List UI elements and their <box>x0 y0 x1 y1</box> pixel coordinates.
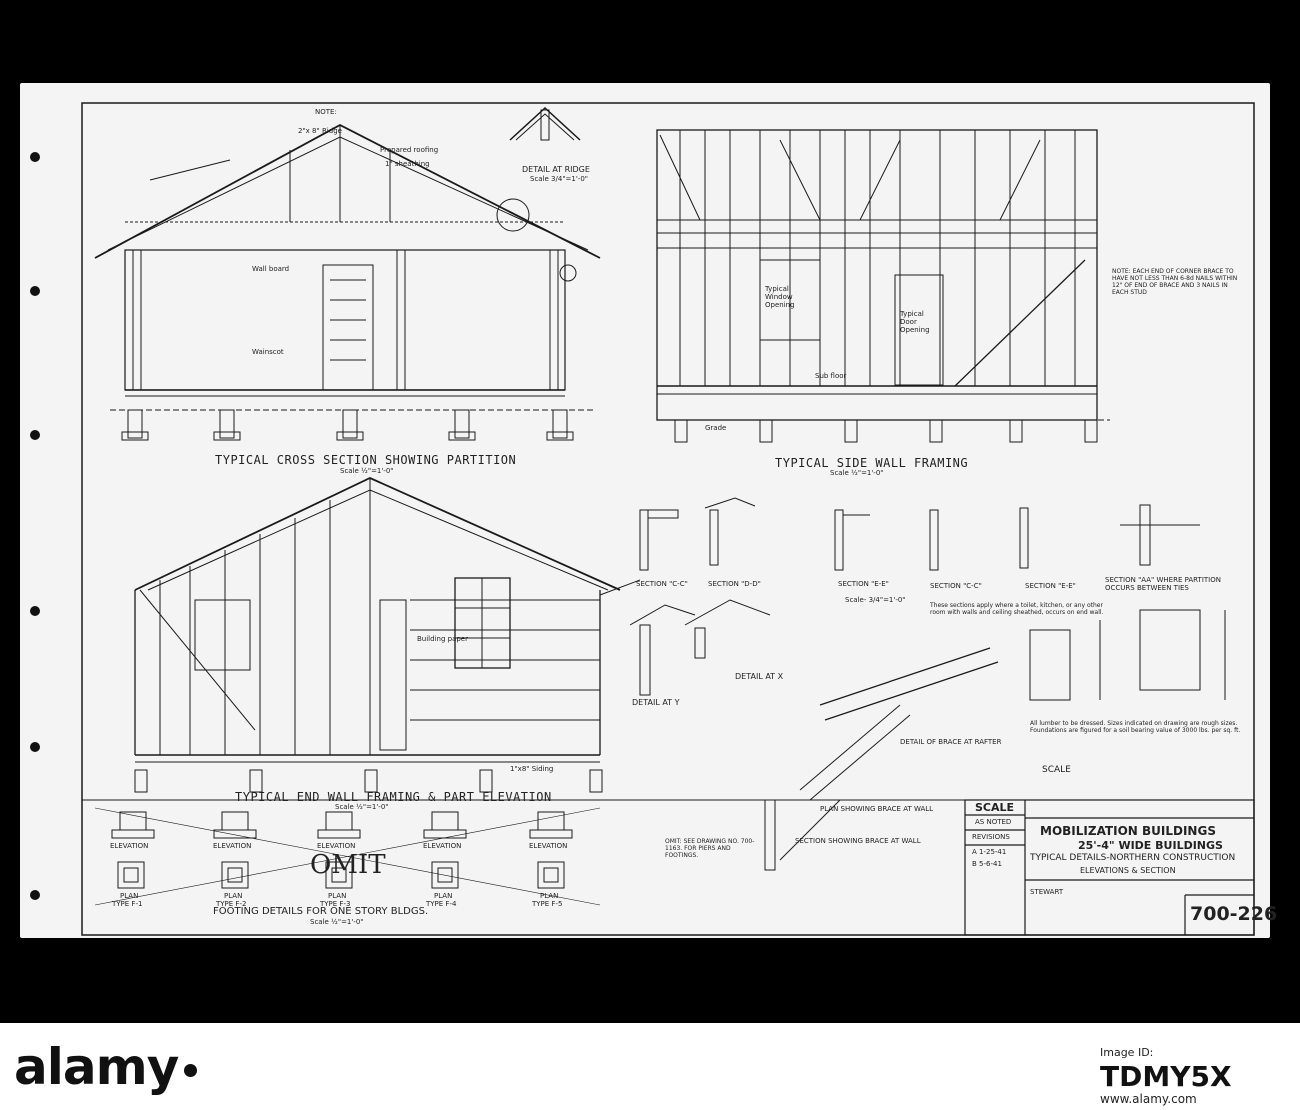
brace-detail-title: DETAIL OF BRACE AT RAFTER <box>900 738 1002 746</box>
cross-section-drawing <box>94 123 601 441</box>
tb-line3: TYPICAL DETAILS-NORTHERN CONSTRUCTION <box>1030 853 1236 863</box>
footing-elev-3: ELEVATION <box>317 842 356 850</box>
footing-plan-5: PLAN <box>540 892 559 900</box>
section-note: These sections apply where a toilet, kit… <box>930 602 1104 616</box>
prepared-roofing-label: Prepared roofing <box>380 146 439 154</box>
section-dd-label: SECTION "D-D" <box>708 580 761 588</box>
sheathing-label: 1" sheathing <box>385 160 430 168</box>
siding-label: 1"x8" Siding <box>510 765 554 773</box>
tb-rev-b: B 5-6-41 <box>972 860 1002 868</box>
omit-stamp: OMIT <box>310 850 386 880</box>
detail-x-title: DETAIL AT X <box>735 672 784 681</box>
binder-hole-5 <box>30 742 40 752</box>
lumber-note: All lumber to be dressed. Sizes indicate… <box>1030 720 1241 734</box>
site-url: www.alamy.com <box>1100 1092 1197 1106</box>
brace-detail-drawing <box>764 647 999 871</box>
tb-scale-heading: SCALE <box>1042 765 1071 775</box>
tb-line2: 25'-4" WIDE BUILDINGS <box>1078 839 1223 852</box>
end-wall-title: TYPICAL END WALL FRAMING & PART ELEVATIO… <box>235 790 552 804</box>
tb-line4: ELEVATIONS & SECTION <box>1080 866 1176 875</box>
alamy-brand-text: alamy <box>14 1038 179 1096</box>
ridge-detail-drawing <box>509 106 581 141</box>
cross-section-title: TYPICAL CROSS SECTION SHOWING PARTITION <box>215 453 517 467</box>
side-wall-title: TYPICAL SIDE WALL FRAMING <box>775 456 969 470</box>
end-wall-scale: Scale ½"=1'-0" <box>335 803 389 811</box>
tb-rev-a: A 1-25-41 <box>972 848 1007 856</box>
section-cc2-label: SECTION "C-C" <box>930 582 982 590</box>
footing-elev-1: ELEVATION <box>110 842 149 850</box>
image-id: TDMY5X <box>1100 1060 1232 1093</box>
plan-brace-title: PLAN SHOWING BRACE AT WALL <box>820 805 934 813</box>
image-id-label: Image ID: <box>1100 1046 1154 1059</box>
typical-window-label: Typical Window Opening <box>765 285 795 309</box>
typical-door-label: Typical Door Opening <box>900 310 930 334</box>
footing-type-2: TYPE F-2 <box>216 900 247 908</box>
section-brace-title: SECTION SHOWING BRACE AT WALL <box>795 837 921 845</box>
tb-stewart: STEWART <box>1030 888 1064 896</box>
alamy-logo: alamy <box>14 1038 198 1096</box>
footing-omit-note: OMIT: SEE DRAWING NO. 700-1163. FOR PIER… <box>665 838 755 859</box>
tb-scale-label: SCALE <box>975 801 1015 814</box>
tb-line1: MOBILIZATION BUILDINGS <box>1040 824 1216 838</box>
binder-hole-6 <box>30 890 40 900</box>
end-wall-framing-drawing <box>134 477 641 793</box>
footing-type-3: TYPE F-3 <box>320 900 351 908</box>
binder-hole-1 <box>30 152 40 162</box>
footing-title: FOOTING DETAILS FOR ONE STORY BLDGS. <box>213 906 429 917</box>
wall-board-label: Wall board <box>252 265 290 273</box>
ridge-label: 2"x 8" Ridge <box>298 127 342 135</box>
side-wall-note: NOTE: EACH END OF CORNER BRACE TO HAVE N… <box>1112 268 1238 296</box>
watermark-footer <box>0 1023 1300 1110</box>
section-ee-label: SECTION "E-E" <box>838 580 889 588</box>
binder-hole-2 <box>30 286 40 296</box>
note-label: NOTE: <box>315 108 337 116</box>
details-xy-drawing <box>629 599 771 696</box>
section-ee2-label: SECTION "E-E" <box>1025 582 1076 590</box>
grade-label: Grade <box>705 424 727 432</box>
footing-plan-3: PLAN <box>328 892 347 900</box>
title-block-frame <box>964 799 1255 936</box>
sheet-border <box>81 102 1255 936</box>
footing-plan-2: PLAN <box>224 892 243 900</box>
binder-hole-4 <box>30 606 40 616</box>
building-paper-label: Building paper <box>417 635 468 643</box>
tb-drawing-number: 700-226 <box>1190 903 1278 925</box>
detail-y-title: DETAIL AT Y <box>632 698 680 707</box>
sub-floor-label: Sub floor <box>815 372 847 380</box>
footing-plan-1: PLAN <box>120 892 139 900</box>
logo-dot-icon <box>184 1064 198 1077</box>
footing-elev-5: ELEVATION <box>529 842 568 850</box>
cross-section-scale: Scale ½"=1'-0" <box>340 467 394 475</box>
ridge-detail-scale: Scale 3/4"=1'-0" <box>530 175 588 183</box>
footing-scale: Scale ½"=1'-0" <box>310 918 364 926</box>
footing-elev-2: ELEVATION <box>213 842 252 850</box>
tb-revisions-label: REVISIONS <box>972 833 1010 841</box>
footing-plan-4: PLAN <box>434 892 453 900</box>
binder-hole-3 <box>30 430 40 440</box>
section-cc-label: SECTION "C-C" <box>636 580 688 588</box>
footing-type-5: TYPE F-5 <box>532 900 563 908</box>
side-wall-framing-drawing <box>656 129 1110 443</box>
tb-scale-value: AS NOTED <box>975 818 1012 826</box>
ridge-detail-title: DETAIL AT RIDGE <box>522 165 590 174</box>
footing-elev-4: ELEVATION <box>423 842 462 850</box>
skirting-detail-drawing <box>1029 609 1226 701</box>
small-sections-drawing <box>639 497 1200 571</box>
footing-details-drawing <box>94 807 601 906</box>
section-aa-label: SECTION "AA" WHERE PARTITION OCCURS BETW… <box>1105 576 1221 592</box>
footing-type-1: TYPE F-1 <box>112 900 143 908</box>
sections-scale: Scale- 3/4"=1'-0" <box>845 596 906 604</box>
footing-type-4: TYPE F-4 <box>426 900 457 908</box>
wainscot-label: Wainscot <box>252 348 284 356</box>
side-wall-scale: Scale ½"=1'-0" <box>830 469 884 477</box>
